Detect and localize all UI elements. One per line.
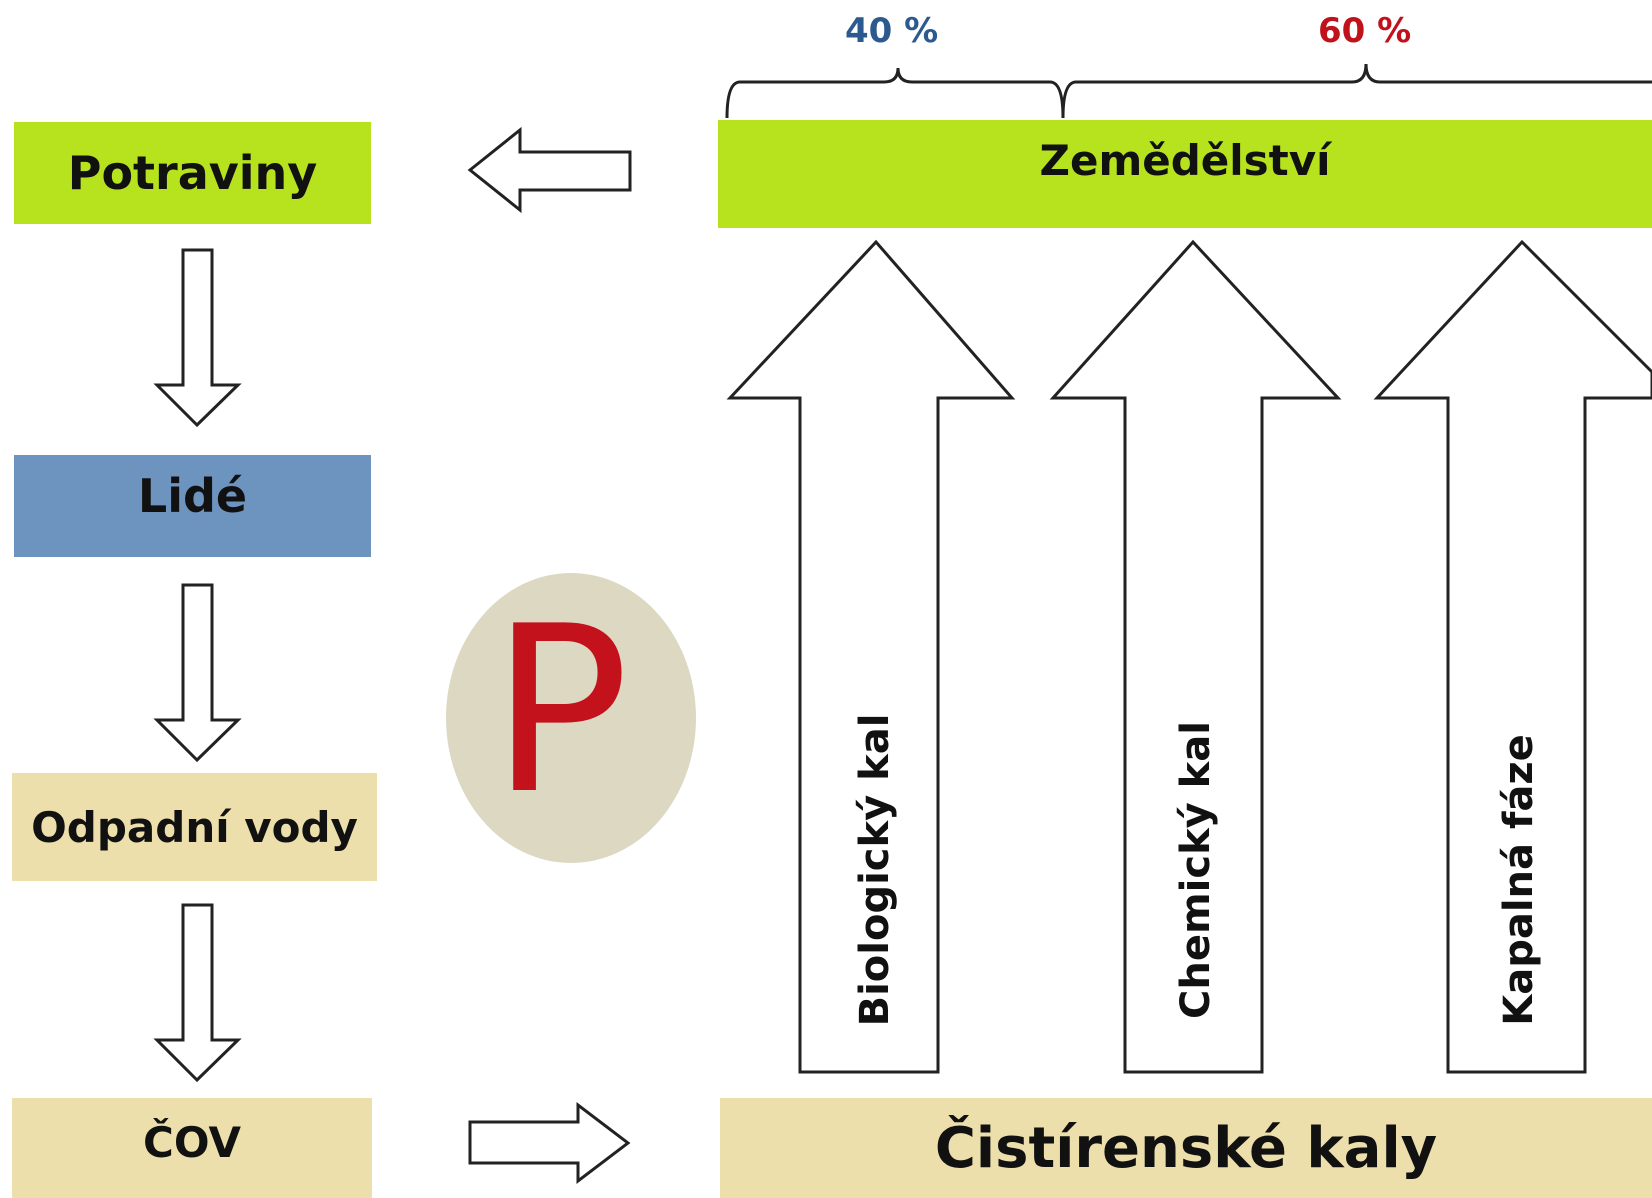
arrow-up-chemical bbox=[1049, 239, 1342, 1074]
wastewater-box: Odpadní vody bbox=[12, 773, 377, 881]
arrow-up-biological bbox=[726, 239, 1016, 1074]
arrow-down-3 bbox=[153, 903, 242, 1083]
flow-label-biological: Biologický kal bbox=[852, 713, 898, 1027]
wwtp-box: ČOV bbox=[12, 1098, 372, 1198]
sludge-box: Čistírenské kaly bbox=[720, 1098, 1652, 1198]
percent-right-label: 60 % bbox=[1318, 11, 1412, 51]
arrow-down-2 bbox=[153, 583, 242, 763]
flow-label-chemical: Chemický kal bbox=[1173, 721, 1219, 1019]
arrow-left-hollow bbox=[467, 126, 632, 214]
flow-label-liquid: Kapalná fáze bbox=[1496, 734, 1542, 1026]
agriculture-box: Zemědělství bbox=[718, 120, 1652, 228]
arrow-down-1 bbox=[153, 248, 242, 428]
brace-40 bbox=[725, 67, 1065, 119]
brace-60 bbox=[1061, 63, 1652, 119]
arrow-right-hollow bbox=[468, 1101, 631, 1185]
element-letter: P bbox=[490, 578, 630, 845]
food-box: Potraviny bbox=[14, 122, 371, 224]
percent-left-label: 40 % bbox=[845, 11, 939, 51]
people-box: Lidé bbox=[14, 455, 371, 557]
element-circle bbox=[446, 573, 696, 863]
arrow-up-liquid bbox=[1373, 239, 1652, 1074]
